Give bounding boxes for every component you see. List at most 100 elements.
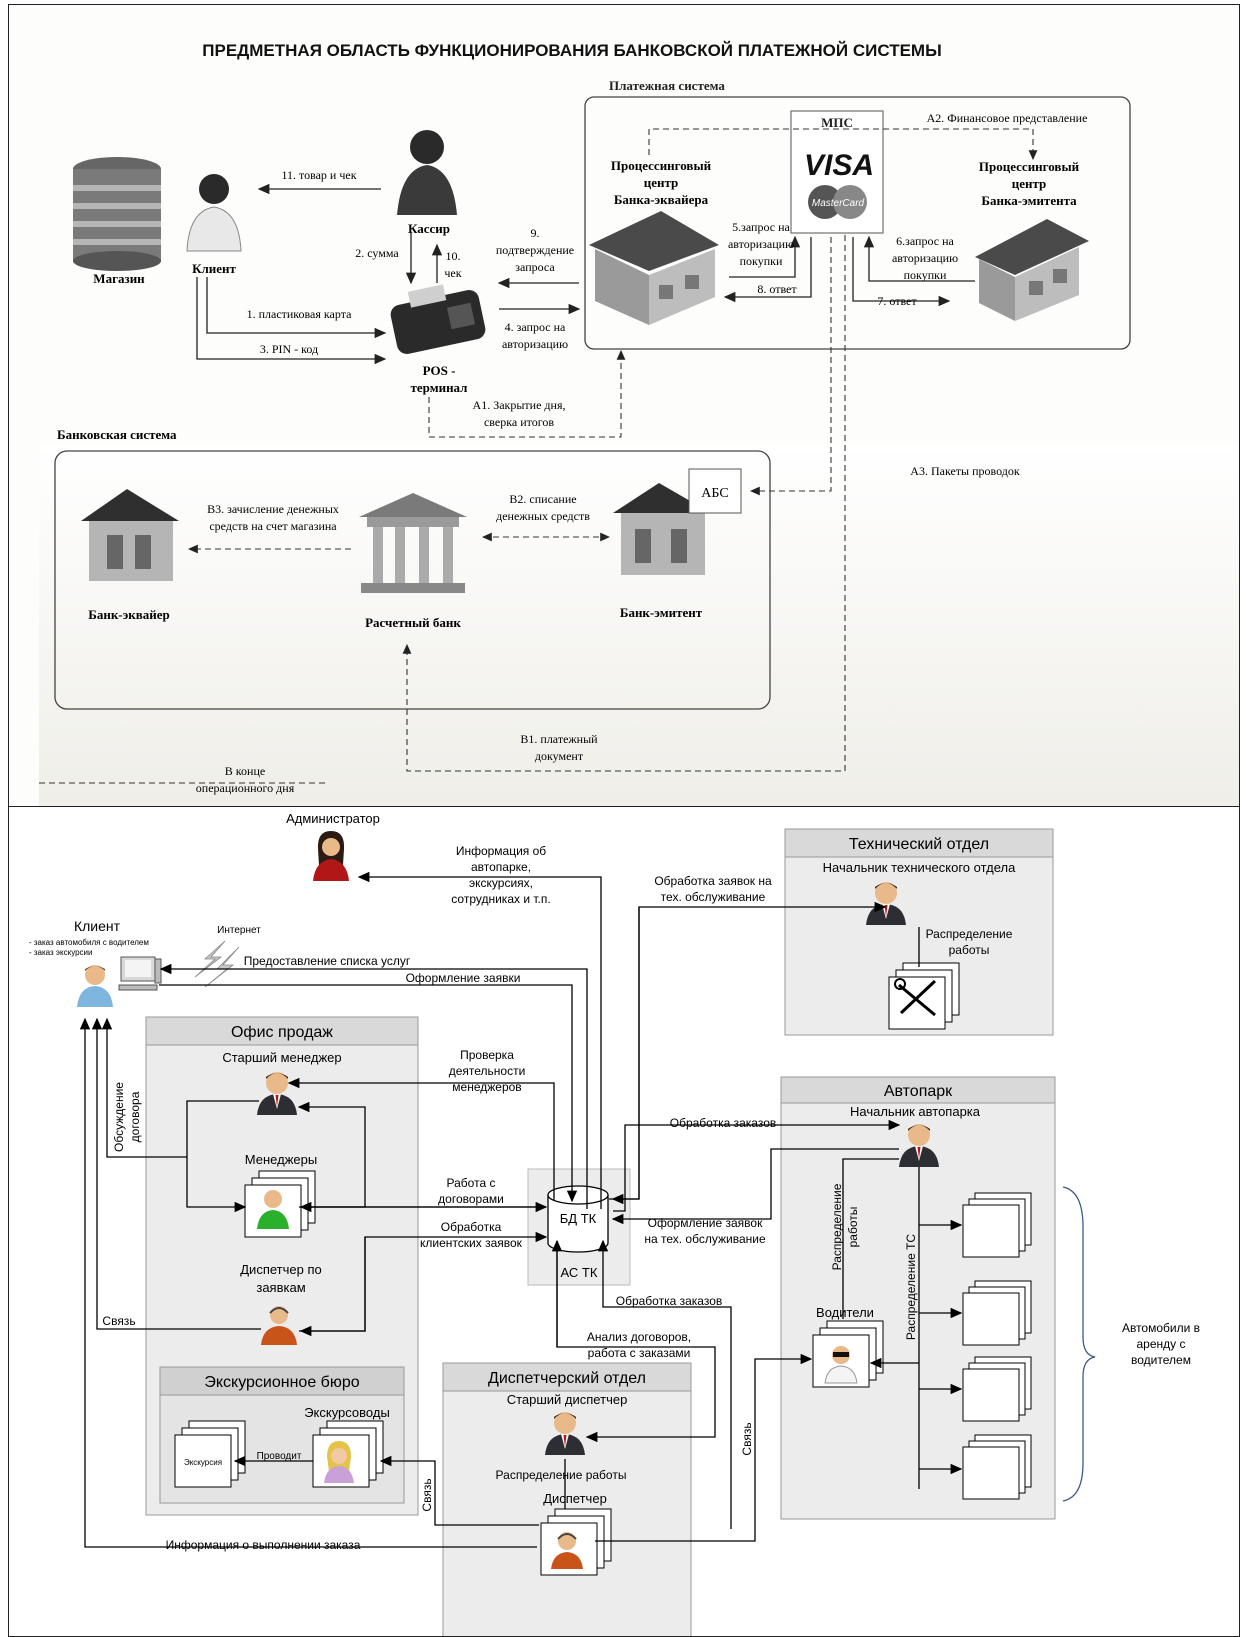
orders-processing-label: Обработка заказов xyxy=(670,1116,777,1130)
contract-discussion-2: договора xyxy=(128,1091,142,1142)
diagram-title: ПРЕДМЕТНАЯ ОБЛАСТЬ ФУНКЦИОНИРОВАНИЯ БАНК… xyxy=(202,41,941,60)
link-label: Связь xyxy=(102,1314,135,1328)
db-label: БД ТК xyxy=(560,1211,597,1226)
label-a1-b: сверка итогов xyxy=(484,415,554,429)
work-dist-single: Распределение работы xyxy=(496,1468,627,1482)
label-4-b: авторизацию xyxy=(502,337,568,351)
settlement-bank-label: Расчетный банк xyxy=(365,615,461,630)
dispatcher-icon xyxy=(540,1508,612,1576)
order-label: Оформление заявки xyxy=(406,971,521,985)
bank-acq-building-icon xyxy=(81,489,179,581)
work-dist-vertical-1: Распределение xyxy=(830,1183,844,1270)
cars-label-2: аренду с xyxy=(1137,1337,1186,1351)
tech-requests-2: на тех. обслуживание xyxy=(644,1232,766,1246)
payment-system-box xyxy=(584,96,1131,350)
arrow-a2 xyxy=(648,128,1038,161)
label-8: 8. ответ xyxy=(757,282,797,296)
internet-label: Интернет xyxy=(217,925,261,936)
client-requests-2: клиентских заявок xyxy=(420,1236,523,1250)
label-9-c: запроса xyxy=(515,260,555,274)
senior-manager-label: Старший менеджер xyxy=(222,1050,341,1065)
dispatcher-drivers-line xyxy=(595,1353,813,1542)
cars-stack-1 xyxy=(962,1192,1032,1258)
label-a3: А3. Пакеты проводок xyxy=(910,464,1020,478)
payment-system-panel: ПРЕДМЕТНАЯ ОБЛАСТЬ ФУНКЦИОНИРОВАНИЯ БАНК… xyxy=(8,4,1240,808)
client-requests-1: Обработка xyxy=(441,1220,502,1234)
ts-dist-label: Распределение ТС xyxy=(904,1234,918,1340)
services-label: Предоставление списка услуг xyxy=(244,954,411,968)
label-2: 2. сумма xyxy=(355,246,399,260)
pos-label-1: POS - xyxy=(423,363,456,378)
cashier-label: Кассир xyxy=(408,221,450,236)
label-10-b: чек xyxy=(444,266,461,280)
arrow-5 xyxy=(729,235,801,278)
tech-processing-back xyxy=(611,907,640,1205)
label-eod-b: операционного дня xyxy=(196,781,295,795)
admin-info-1: Информация об xyxy=(456,844,546,858)
label-a1-a: А1. Закрытие дня, xyxy=(473,398,566,412)
administrator-label: Администратор xyxy=(286,811,380,826)
administrator-icon xyxy=(313,831,349,881)
admin-info-line xyxy=(357,871,602,1209)
dispatcher-req-icon xyxy=(261,1306,297,1345)
mastercard-logo: MasterCard xyxy=(808,185,867,219)
work-dist-vertical-2: работы xyxy=(846,1207,860,1248)
proc-iss-label-2: центр xyxy=(1012,176,1047,191)
bank-iss-building-icon xyxy=(613,483,711,575)
contracts-1: Работа с xyxy=(447,1176,496,1190)
autopark-head-label: Начальник автопарка xyxy=(850,1104,981,1119)
cars-stack-3 xyxy=(962,1356,1032,1422)
bank-system-box xyxy=(54,450,771,710)
proc-iss-label-3: Банка-эмитента xyxy=(981,193,1077,208)
sales-office-title: Офис продаж xyxy=(231,1024,333,1041)
bank-acq-label: Банк-эквайер xyxy=(88,607,170,622)
label-b3-b: средств на счет магазина xyxy=(209,519,337,533)
payment-system-label: Платежная система xyxy=(609,78,725,93)
client-requests-back xyxy=(299,1237,366,1337)
label-6-a: 6.запрос на xyxy=(896,234,954,248)
label-3: 3. PIN - код xyxy=(260,342,318,356)
guides-label: Экскурсоводы xyxy=(304,1405,390,1420)
label-5-b: авторизацию xyxy=(728,237,794,251)
cars-stack-2 xyxy=(962,1280,1032,1346)
label-eod-a: В конце xyxy=(225,764,265,778)
label-b1-b: документ xyxy=(535,749,584,763)
check-managers-2: деятельности xyxy=(449,1064,526,1078)
label-9-a: 9. xyxy=(531,226,540,240)
dispatcher-guides-line xyxy=(379,1455,539,1526)
proc-iss-label-1: Процессинговый xyxy=(979,159,1080,174)
label-b2-a: В2. списание xyxy=(509,492,576,506)
services-line xyxy=(159,963,588,1209)
shop-building-icon xyxy=(73,157,161,271)
arrow-1 xyxy=(206,277,387,339)
sm-managers-left xyxy=(186,1100,259,1213)
senior-dispatcher-label: Старший диспетчер xyxy=(507,1392,628,1407)
tech-work-dist-1: Распределение xyxy=(926,927,1013,941)
tech-requests-1: Оформление заявок xyxy=(648,1216,763,1230)
excursion-docs-icon xyxy=(174,1420,246,1488)
label-b1-a: В1. платежный xyxy=(520,732,598,746)
cars-label-1: Автомобили в xyxy=(1122,1321,1200,1335)
arrow-b1 xyxy=(402,235,846,772)
label-5-c: покупки xyxy=(740,254,783,268)
dispatcher-req-label-2: заявкам xyxy=(256,1280,305,1295)
shop-label: Магазин xyxy=(93,271,145,286)
contract-discussion-line xyxy=(101,1017,187,1158)
client-person-icon xyxy=(186,174,242,252)
arrow-7 xyxy=(852,237,951,307)
transport-company-diagram: .t{font-size:12px;fill:#000;font-family:… xyxy=(29,811,1200,1636)
excursion-label: Экскурсия xyxy=(184,1458,222,1467)
check-managers-3: менеджеров xyxy=(452,1080,521,1094)
label-b2-b: денежных средств xyxy=(496,509,590,523)
proc-acq-label-1: Процессинговый xyxy=(611,158,712,173)
contracts-2: договорами xyxy=(438,1192,504,1206)
computer-icon xyxy=(118,956,162,991)
client-note-2: - заказ экскурсии xyxy=(29,948,93,957)
label-7: 7. ответ xyxy=(877,294,917,308)
label-4-a: 4. запрос на xyxy=(505,320,566,334)
head-drivers-line xyxy=(842,1158,899,1319)
transport-company-panel: .t{font-size:12px;fill:#000;font-family:… xyxy=(8,806,1240,1637)
arrow-a3 xyxy=(749,237,832,496)
bank-iss-label: Банк-эмитент xyxy=(620,605,703,620)
drivers-label: Водители xyxy=(816,1305,874,1320)
